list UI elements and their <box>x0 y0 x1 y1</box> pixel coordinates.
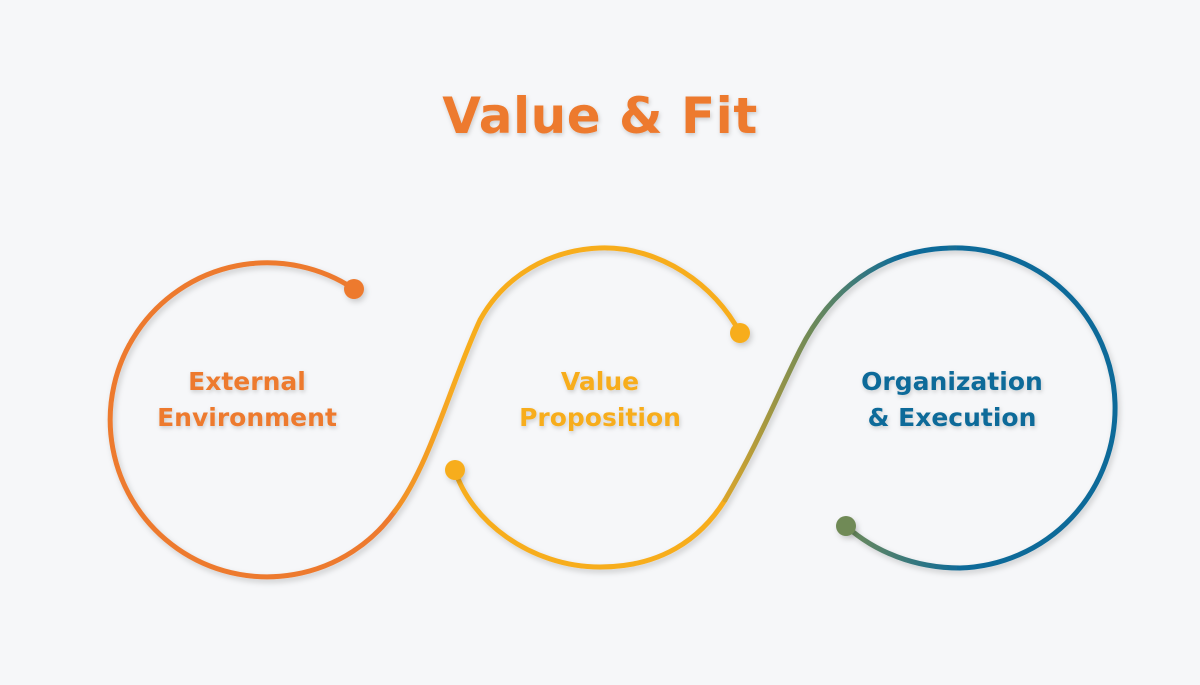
dot-organization-execution <box>836 516 856 536</box>
dot-value-proposition-top <box>730 323 750 343</box>
page-title: Value & Fit <box>442 87 757 145</box>
curve-organization-execution <box>843 245 1118 571</box>
stage-label-line-1: External <box>188 367 306 396</box>
stage-label-line-2: Environment <box>157 403 337 432</box>
stage-label-line-1: Value <box>561 367 639 396</box>
curve-value-proposition <box>452 467 728 570</box>
dot-value-proposition-left <box>445 460 465 480</box>
stage-external-environment: External Environment <box>157 367 337 432</box>
curve-external-environment <box>107 260 398 580</box>
endpoint-dots <box>344 279 856 536</box>
dot-external-environment <box>344 279 364 299</box>
stage-label-line-2: Proposition <box>519 403 681 432</box>
stage-label-line-1: Organization <box>861 367 1043 396</box>
stage-value-proposition: Value Proposition <box>519 367 681 432</box>
stage-organization-execution: Organization & Execution <box>861 367 1043 432</box>
curve-link-left-middle <box>392 245 743 514</box>
curve-link-middle-right <box>722 245 953 503</box>
stage-label-line-2: & Execution <box>868 403 1037 432</box>
connector-curves <box>107 245 1118 580</box>
